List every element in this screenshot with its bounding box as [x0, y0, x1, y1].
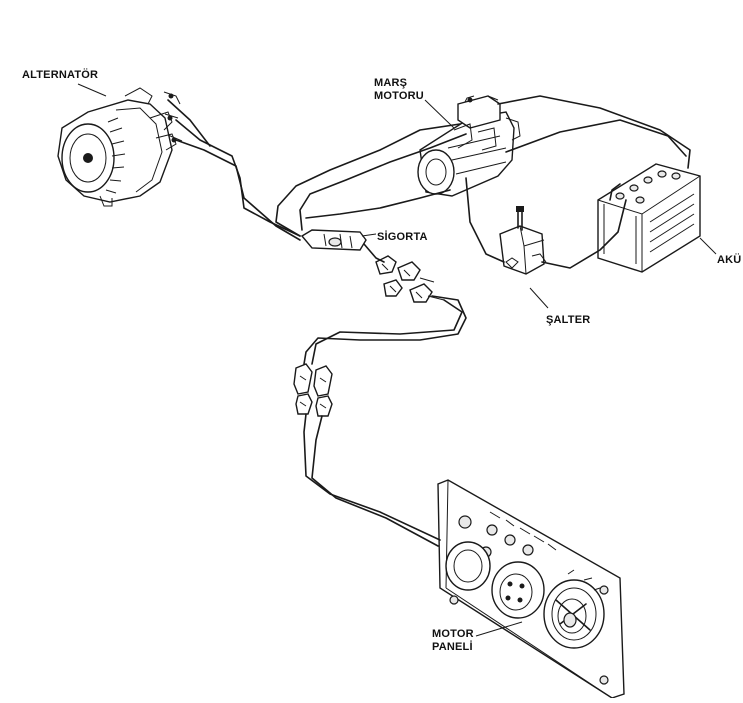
switch-leader-line: [529, 287, 549, 309]
battery-icon: [597, 163, 701, 273]
battery-label: AKÜ: [717, 254, 742, 266]
fuse-leader-line: [361, 233, 377, 237]
switch-label: ŞALTER: [546, 314, 591, 326]
fuse-label: SİGORTA: [377, 231, 428, 243]
battery-leader-line: [699, 237, 717, 255]
panel-leader-line: [475, 621, 523, 637]
switch-icon: [499, 206, 547, 275]
connector-icon: [375, 255, 445, 303]
engine-panel-icon: [437, 479, 625, 699]
fuse-icon: [300, 229, 367, 251]
starter-motor-icon: [417, 95, 521, 197]
alternator-label: ALTERNATÖR: [22, 69, 99, 81]
wiring-harness: [167, 95, 691, 547]
connector-icon: [293, 363, 333, 417]
alternator-leader-line: [77, 83, 107, 97]
starter-leader-line: [424, 99, 455, 129]
alternator-icon: [57, 87, 183, 207]
